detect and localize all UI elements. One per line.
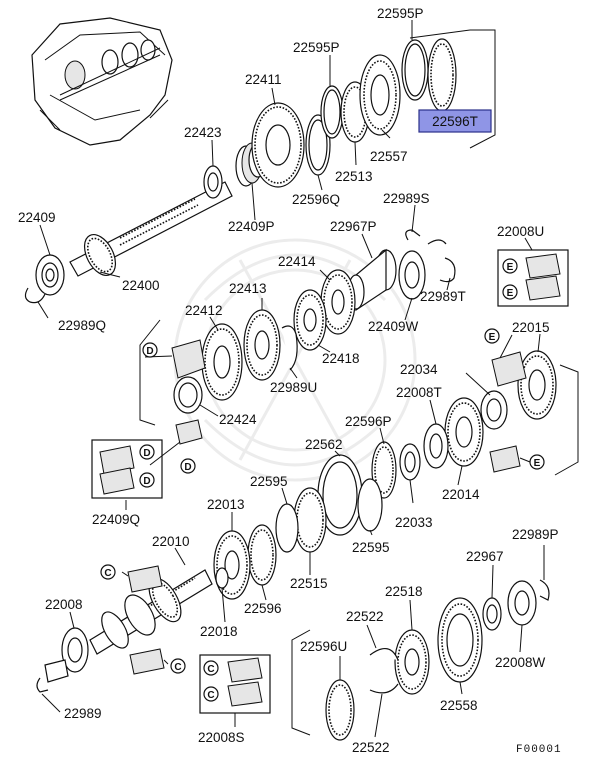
svg-text:C: C [174, 662, 181, 673]
part-number-22596[interactable]: 22596 [244, 601, 282, 616]
mark-c-kit-top: C [203, 660, 219, 676]
svg-text:E: E [489, 332, 496, 343]
mark-e-kit-bottom: E [502, 284, 518, 300]
part-number-22595-lower[interactable]: 22595 [352, 540, 390, 555]
part-number-22008S[interactable]: 22008S [198, 730, 245, 745]
part-number-22515[interactable]: 22515 [290, 576, 328, 591]
part-number-22989S[interactable]: 22989S [383, 191, 430, 206]
svg-text:D: D [143, 448, 150, 459]
part-number-22595P-top[interactable]: 22595P [377, 6, 424, 21]
svg-text:C: C [207, 690, 214, 701]
part-number-22008[interactable]: 22008 [45, 597, 83, 612]
part-number-22018[interactable]: 22018 [200, 624, 238, 639]
part-number-22596Q[interactable]: 22596Q [292, 192, 340, 207]
part-number-22989Q[interactable]: 22989Q [58, 318, 106, 333]
leader-lines [37, 20, 545, 738]
part-number-22034[interactable]: 22034 [400, 362, 438, 377]
part-number-22414[interactable]: 22414 [278, 254, 316, 269]
part-number-22008W[interactable]: 22008W [495, 655, 546, 670]
part-number-22409W[interactable]: 22409W [368, 319, 419, 334]
part-number-22562[interactable]: 22562 [305, 437, 343, 452]
part-number-22967[interactable]: 22967 [466, 549, 504, 564]
part-number-22008U[interactable]: 22008U [497, 224, 544, 239]
part-number-22409P[interactable]: 22409P [228, 219, 275, 234]
part-number-22989U[interactable]: 22989U [270, 380, 317, 395]
part-number-22596T[interactable]: 22596T [432, 114, 478, 129]
part-number-22558[interactable]: 22558 [440, 698, 478, 713]
part-number-22413[interactable]: 22413 [229, 281, 267, 296]
mark-d-upper: D [142, 342, 158, 358]
part-number-22423[interactable]: 22423 [184, 125, 222, 140]
svg-text:C: C [207, 664, 214, 675]
part-number-22411[interactable]: 22411 [245, 72, 282, 87]
part-number-22400[interactable]: 22400 [122, 278, 160, 293]
right-middle-assembly [275, 350, 579, 553]
part-number-22522-lower[interactable]: 22522 [352, 740, 390, 755]
part-number-22412[interactable]: 22412 [185, 303, 223, 318]
part-number-22596P[interactable]: 22596P [345, 414, 392, 429]
part-number-22418[interactable]: 22418 [322, 351, 360, 366]
mark-e-upper: E [484, 328, 500, 344]
part-number-22989P[interactable]: 22989P [512, 527, 559, 542]
part-number-22557[interactable]: 22557 [370, 149, 408, 164]
part-number-22522-upper[interactable]: 22522 [346, 609, 384, 624]
main-shaft-upper [24, 29, 496, 304]
svg-text:D: D [143, 476, 150, 487]
mark-d-kit-top: D [139, 444, 155, 460]
part-number-22013[interactable]: 22013 [207, 497, 245, 512]
bottom-synchro-assembly [291, 579, 550, 741]
mark-d-kit-bottom: D [139, 472, 155, 488]
part-number-22518[interactable]: 22518 [385, 584, 423, 599]
part-number-22424[interactable]: 22424 [219, 412, 257, 427]
svg-text:D: D [146, 346, 153, 357]
svg-text:E: E [534, 458, 541, 469]
svg-text:C: C [104, 568, 111, 579]
part-number-22989[interactable]: 22989 [64, 706, 102, 721]
highlighted-part-callout[interactable]: 22596T [418, 109, 492, 133]
part-number-22409Q[interactable]: 22409Q [92, 512, 140, 527]
lower-shaft-assembly [36, 524, 277, 693]
part-number-22989T[interactable]: 22989T [420, 289, 466, 304]
mark-c-kit-bottom: C [203, 686, 219, 702]
part-number-22596U[interactable]: 22596U [300, 639, 347, 654]
figure-code: F00001 [516, 744, 562, 756]
svg-text:E: E [507, 288, 514, 299]
counter-shaft-assembly [139, 229, 456, 445]
part-number-22967P[interactable]: 22967P [330, 219, 377, 234]
part-number-22014[interactable]: 22014 [442, 487, 480, 502]
part-number-22010[interactable]: 22010 [152, 534, 190, 549]
svg-text:D: D [184, 462, 191, 473]
kit-box-22409Q [91, 439, 163, 499]
svg-text:E: E [507, 262, 514, 273]
part-number-22595-upper[interactable]: 22595 [250, 474, 288, 489]
marker-circles: E E E E D D D D C C C C [100, 258, 545, 702]
part-number-22033[interactable]: 22033 [395, 515, 433, 530]
part-number-22409[interactable]: 22409 [18, 210, 56, 225]
part-number-22008T[interactable]: 22008T [396, 385, 442, 400]
part-number-22513[interactable]: 22513 [335, 169, 373, 184]
mark-c-upper: C [100, 564, 116, 580]
highlight-box[interactable] [418, 109, 492, 133]
kit-box-22008S [199, 654, 271, 714]
part-number-labels: 22595P 22595P 22411 22423 22557 22513 22… [18, 6, 559, 755]
part-number-22015[interactable]: 22015 [512, 320, 550, 335]
mark-d-lower: D [180, 458, 196, 474]
mark-e-kit-top: E [502, 258, 518, 274]
part-number-22595P-mid[interactable]: 22595P [293, 40, 340, 55]
mark-c-lower: C [170, 658, 186, 674]
transmission-housing-thumbnail [31, 17, 173, 146]
mark-e-lower: E [529, 454, 545, 470]
